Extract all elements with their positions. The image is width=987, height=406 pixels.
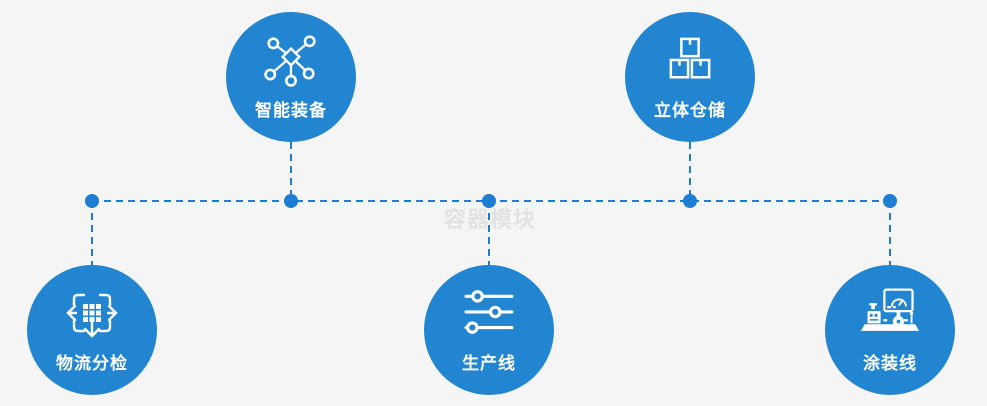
node-label: 物流分检 <box>56 354 128 374</box>
node-label: 智能装备 <box>255 101 327 121</box>
junction-dot <box>85 194 99 208</box>
painting-machine-icon <box>860 285 920 341</box>
network-nodes-icon <box>264 32 318 88</box>
stacked-boxes-icon <box>667 32 713 88</box>
node-label: 生产线 <box>462 354 516 374</box>
node-production-line: 生产线 <box>424 265 554 395</box>
junction-dot <box>683 194 697 208</box>
node-logistics-sorting: 物流分检 <box>27 265 157 395</box>
sorting-dispatch-icon <box>64 285 120 341</box>
junction-dot <box>883 194 897 208</box>
sliders-icon <box>464 285 514 341</box>
junction-dot <box>482 194 496 208</box>
junction-dot <box>284 194 298 208</box>
node-smart-equipment: 智能装备 <box>226 12 356 142</box>
node-painting-line: 涂装线 <box>825 265 955 395</box>
node-label: 立体仓储 <box>654 101 726 121</box>
node-label: 涂装线 <box>863 354 917 374</box>
node-warehouse: 立体仓储 <box>625 12 755 142</box>
